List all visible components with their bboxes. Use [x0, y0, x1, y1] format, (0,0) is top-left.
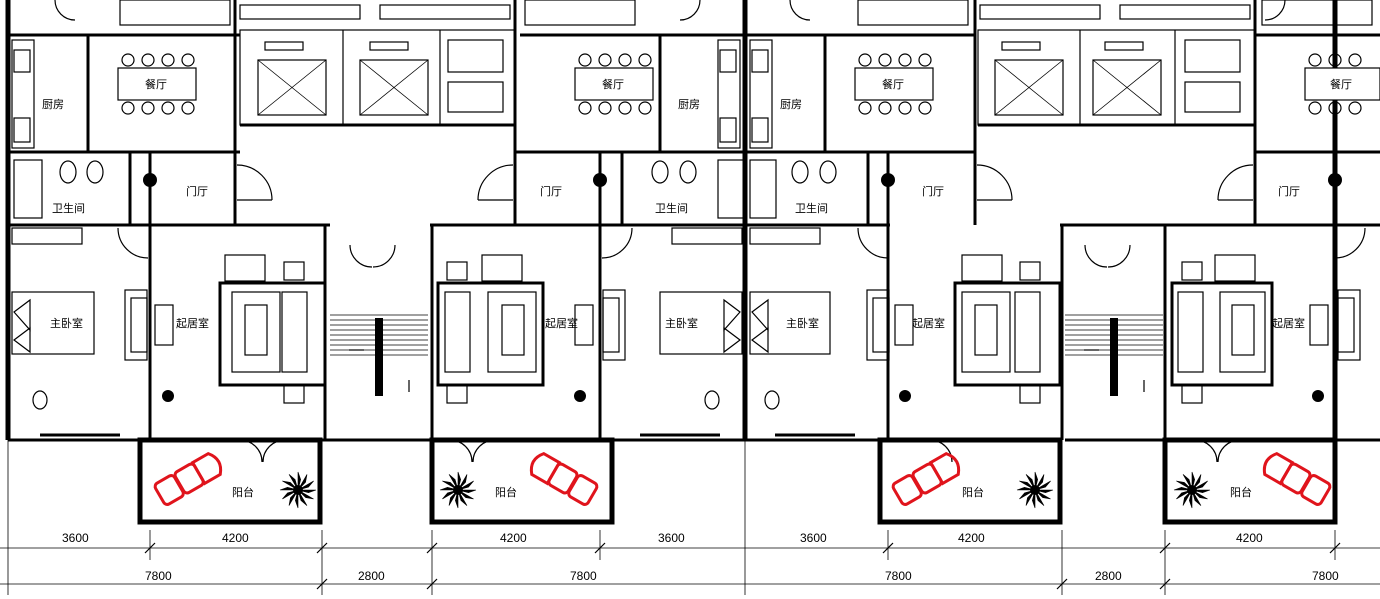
dim-3600: 3600: [62, 531, 89, 545]
dining-label: 餐厅: [1330, 77, 1352, 91]
dining-label: 餐厅: [602, 77, 624, 91]
kitchen-label: 厨房: [678, 98, 700, 111]
exterior-walls: [5, 0, 1380, 442]
bathroom-label: 卫生间: [795, 201, 828, 215]
master-bed-icon: [11, 291, 831, 355]
room-labels: 厨房 餐厅 餐厅 厨房 厨房 餐厅 餐厅 卫生间 卫生间 卫生间 门厅 门厅 门…: [42, 77, 1352, 499]
stair-handrail: [1110, 318, 1118, 396]
door-swing-icon: [54, 0, 1366, 463]
kitchen-label: 厨房: [42, 98, 64, 111]
top-row-walls: [8, 0, 1380, 227]
toilet-icon: [32, 173, 1342, 410]
foyer-label: 门厅: [540, 184, 562, 198]
dim-3600: 3600: [658, 531, 685, 545]
plant-icon: [279, 471, 1211, 509]
dining-label: 餐厅: [145, 77, 167, 91]
living-room-label: 起居室: [545, 316, 578, 330]
stair-handrail: [375, 318, 383, 396]
master-bedroom-label: 主卧室: [786, 316, 819, 330]
bathroom-fixtures: [13, 152, 1337, 440]
balcony-label: 阳台: [495, 485, 517, 499]
stair-icon: [330, 314, 1163, 396]
kitchen-counters: [11, 39, 773, 149]
elevator-core-right: [977, 29, 1256, 127]
plant-icon: [1173, 471, 1211, 509]
balcony-label: 阳台: [232, 485, 254, 499]
dim-3600: 3600: [800, 531, 827, 545]
dining-table-icon: [117, 53, 1380, 115]
master-bedroom-label: 主卧室: [665, 316, 698, 330]
bathroom-label: 卫生间: [655, 201, 688, 215]
elevator-core-left: [239, 29, 516, 127]
dimension-lines: [0, 440, 1380, 595]
kitchen-label: 厨房: [780, 98, 802, 111]
window-strips: [11, 227, 821, 245]
dining-label: 餐厅: [882, 77, 904, 91]
dim-4200: 4200: [222, 531, 249, 545]
dim-7800: 7800: [145, 569, 172, 583]
balcony-walls: [137, 437, 1338, 525]
lounge-chair-icon: [153, 451, 1332, 506]
balcony-label: 阳台: [1230, 485, 1252, 499]
dim-4200: 4200: [500, 531, 527, 545]
sofa-icon: [124, 289, 1361, 361]
plant-icon: [439, 471, 477, 509]
dimension-labels: 3600 4200 4200 3600 3600 4200 4200 7800 …: [62, 531, 1339, 583]
dim-4200: 4200: [958, 531, 985, 545]
dim-2800: 2800: [358, 569, 385, 583]
foyer-label: 门厅: [1278, 184, 1300, 198]
plant-icon: [1016, 471, 1054, 509]
foyer-label: 门厅: [922, 184, 944, 198]
dim-2800: 2800: [1095, 569, 1122, 583]
living-room-label: 起居室: [1272, 316, 1305, 330]
dim-7800: 7800: [885, 569, 912, 583]
bed-icon: [218, 254, 1274, 404]
dim-7800: 7800: [570, 569, 597, 583]
foyer-label: 门厅: [186, 184, 208, 198]
bathroom-label: 卫生间: [52, 201, 85, 215]
dim-7800: 7800: [1312, 569, 1339, 583]
balcony-label: 阳台: [962, 485, 984, 499]
plant-icon: [279, 471, 317, 509]
living-room-label: 起居室: [912, 316, 945, 330]
top-window-strips: [119, 0, 1373, 26]
living-room-label: 起居室: [176, 316, 209, 330]
master-bedroom-label: 主卧室: [50, 316, 83, 330]
dim-4200: 4200: [1236, 531, 1263, 545]
